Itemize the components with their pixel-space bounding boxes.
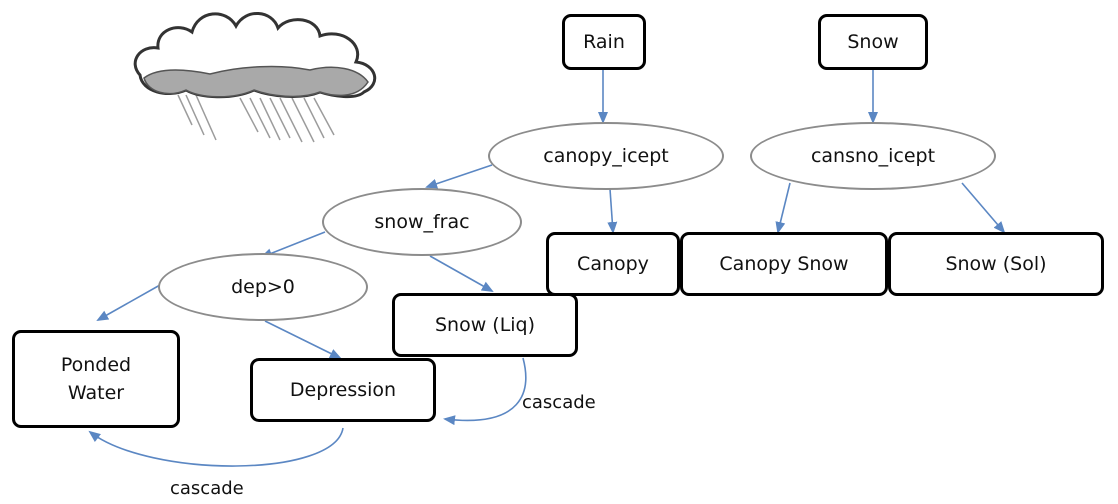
arrow-cascade-depression-to-ponded bbox=[88, 427, 344, 467]
dep-gt-0-label: dep>0 bbox=[231, 276, 295, 298]
ponded-water-store-box: Ponded Water bbox=[12, 330, 180, 428]
canopy-icept-process: canopy_icept bbox=[488, 122, 724, 190]
cansno-icept-process: cansno_icept bbox=[750, 122, 996, 190]
snow-frac-process: snow_frac bbox=[322, 188, 522, 256]
arrow-canopy-icept-to-canopy bbox=[607, 188, 618, 234]
arrow-snow-frac-to-snow-liq bbox=[429, 255, 494, 292]
rain-label: Rain bbox=[583, 30, 625, 53]
depression-store-box: Depression bbox=[250, 358, 436, 422]
snow-liq-store-box: Snow (Liq) bbox=[392, 293, 578, 357]
snow-input-box: Snow bbox=[818, 14, 928, 70]
rain-cloud-icon bbox=[133, 12, 377, 143]
snow-sol-label: Snow (Sol) bbox=[945, 252, 1047, 275]
canopy-snow-store-box: Canopy Snow bbox=[680, 232, 888, 296]
cansno-icept-label: cansno_icept bbox=[810, 145, 936, 167]
cascade-label-bottom: cascade bbox=[170, 478, 244, 499]
snow-sol-store-box: Snow (Sol) bbox=[888, 232, 1104, 296]
arrow-dep-to-ponded-water bbox=[96, 284, 161, 321]
canopy-icept-label: canopy_icept bbox=[543, 145, 669, 167]
snow-label: Snow bbox=[847, 30, 899, 53]
cascade-label-right: cascade bbox=[522, 392, 596, 413]
arrow-cansno-icept-to-canopy-snow bbox=[775, 182, 791, 234]
canopy-label: Canopy bbox=[577, 252, 649, 275]
depression-label: Depression bbox=[289, 378, 397, 401]
snow-liq-label: Snow (Liq) bbox=[434, 313, 536, 336]
snow-frac-label: snow_frac bbox=[374, 211, 470, 233]
ponded-water-label-line1: Ponded bbox=[60, 353, 132, 376]
canopy-store-box: Canopy bbox=[546, 232, 680, 296]
rain-input-box: Rain bbox=[562, 14, 646, 70]
ponded-water-label-line2: Water bbox=[67, 382, 125, 404]
dep-gt-0-process: dep>0 bbox=[158, 253, 368, 321]
arrow-dep-to-depression bbox=[264, 320, 342, 359]
arrow-canopy-icept-to-snow-frac bbox=[425, 164, 493, 189]
canopy-snow-label: Canopy Snow bbox=[719, 252, 849, 275]
arrow-cansno-icept-to-snow-sol bbox=[961, 182, 1006, 234]
arrow-cascade-snowliq-to-depression bbox=[443, 357, 527, 426]
